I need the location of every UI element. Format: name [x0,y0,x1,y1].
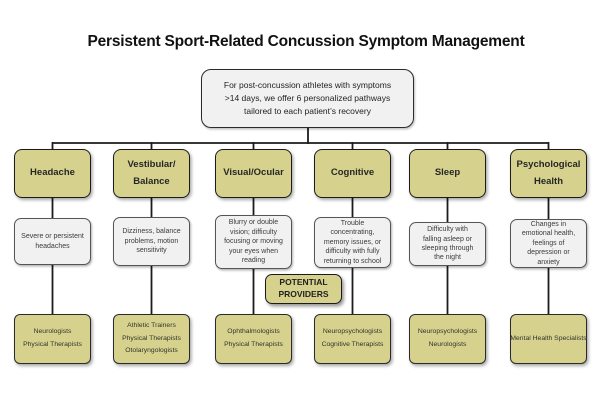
pathway-name: Visual/Ocular [223,167,284,179]
symptom-description: Difficulty with falling asleep or sleepi… [421,226,474,262]
pathway-name-box: Sleep [409,149,486,198]
provider-name: Athletic Trainers [127,321,176,329]
provider-list-box: Mental Health Specialists [510,314,587,364]
root-summary-text: For post-concussion athletes with sympto… [223,80,392,116]
provider-name: Neurologists [33,328,72,336]
provider-name: Physical Therapists [23,341,82,348]
pathway-name: Cognitive [330,167,375,179]
symptom-description: Changes in emotional health, feelings of… [521,220,576,266]
provider-name: Otolaryngologists [125,347,178,355]
symptom-description-box: Trouble concentrating, memory issues, or… [314,217,391,268]
pathway-name-box: Headache [14,149,91,198]
pathway-name: Sleep [434,167,461,179]
symptom-description-box: Difficulty with falling asleep or sleepi… [409,222,486,266]
symptom-description-box: Severe or persistent headaches [14,218,91,265]
pathway-name: Headache [30,167,75,179]
potential-providers-badge: POTENTIAL PROVIDERS [265,274,342,304]
symptom-description: Dizziness, balance problems, motion sens… [122,228,181,255]
pathway-name-box: Visual/Ocular [215,149,292,198]
provider-name: Cognitive Therapists [321,341,384,348]
symptom-description-box: Changes in emotional health, feelings of… [510,219,587,268]
symptom-description: Trouble concentrating, memory issues, or… [323,219,382,265]
symptom-description: Blurry or double vision; difficulty focu… [224,219,283,265]
pathway-name-box: Psychological Health [510,149,587,198]
pathway-name: Psychological Health [516,159,581,187]
provider-name: Neuropsychologists [322,328,383,336]
provider-name: Physical Therapists [122,334,181,342]
symptom-description-box: Dizziness, balance problems, motion sens… [113,217,190,266]
provider-name: Physical Therapists [224,341,283,348]
provider-name: Ophthalmologists [227,328,280,336]
provider-name: Neuropsychologists [417,328,478,336]
root-summary-box: For post-concussion athletes with sympto… [201,69,414,128]
provider-name: Mental Health Specialists [510,334,587,342]
pathway-name-box: Cognitive [314,149,391,198]
provider-name: Neurologists [428,341,467,348]
symptom-description: Severe or persistent headaches [21,233,84,250]
pathway-name-box: Vestibular/ Balance [113,149,190,198]
symptom-description-box: Blurry or double vision; difficulty focu… [215,215,292,269]
pathway-name: Vestibular/ Balance [127,159,176,187]
page-title: Persistent Sport-Related Concussion Symp… [87,33,525,50]
